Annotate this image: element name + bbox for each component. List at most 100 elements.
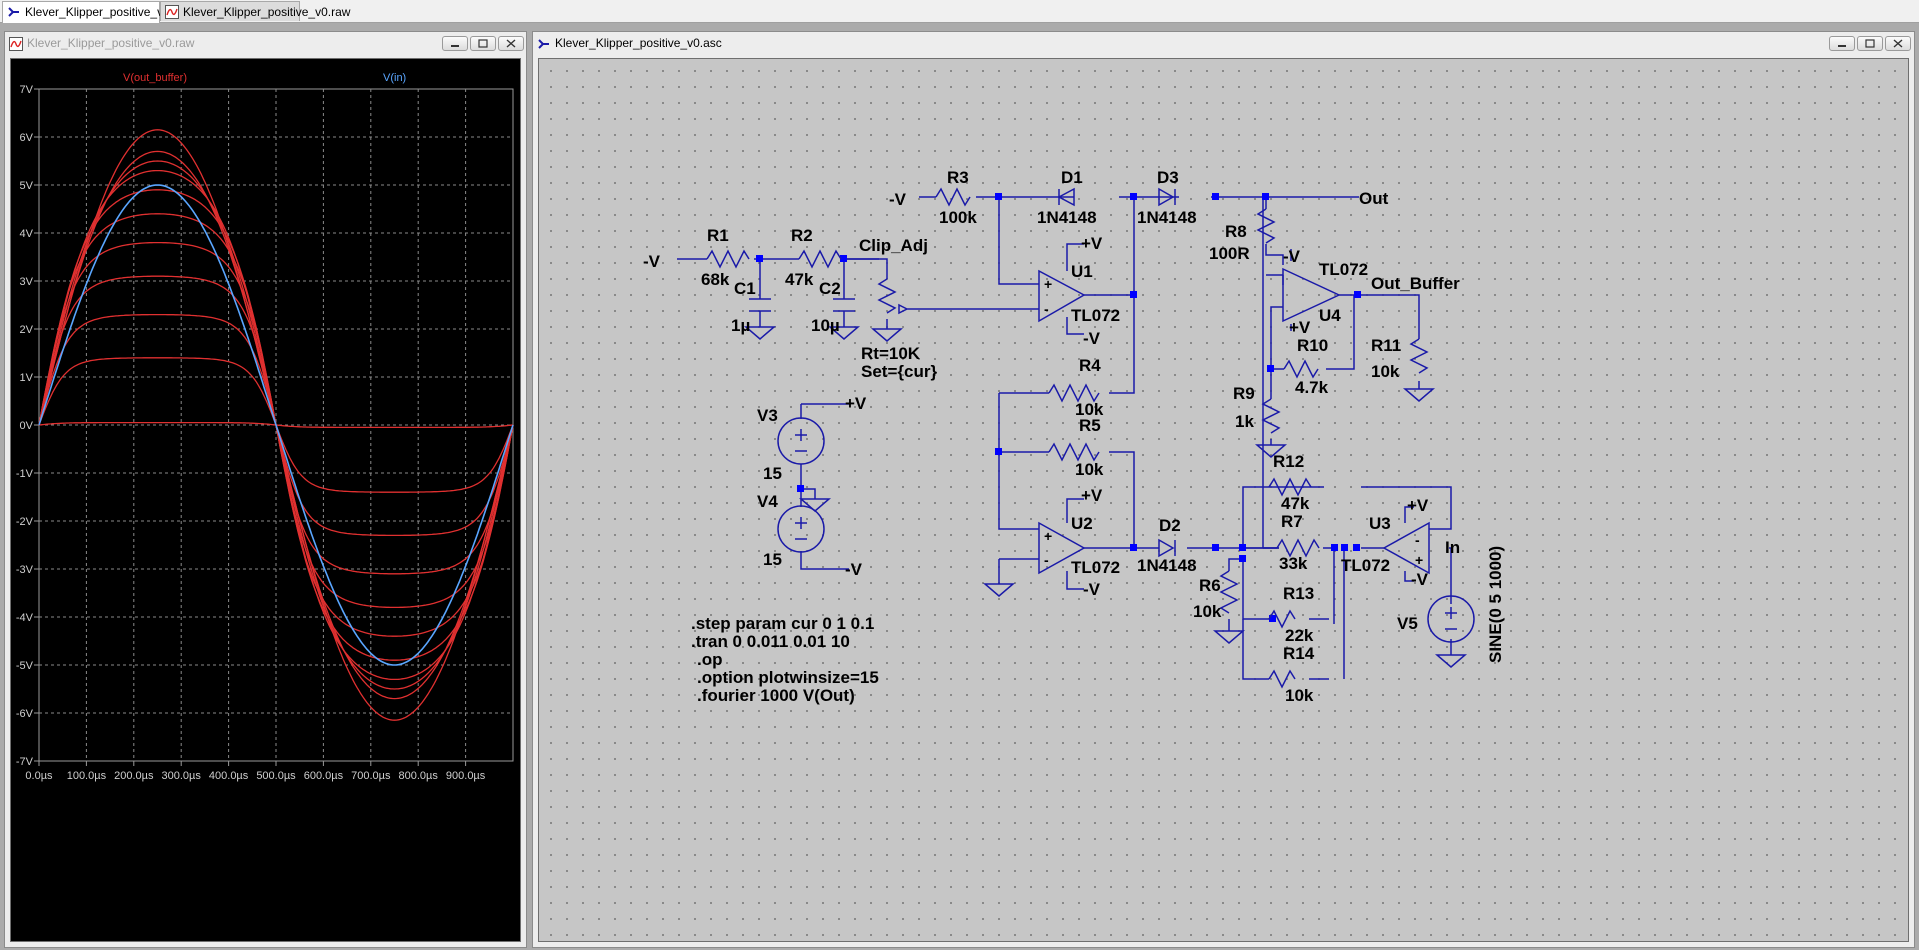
directive-option: .option plotwinsize=15 [697,668,879,687]
label-c2: C2 [819,279,841,298]
waveform-titlebar[interactable]: Klever_Klipper_positive_v0.raw [5,32,526,56]
label-r5: R5 [1079,416,1101,435]
close-button[interactable] [498,36,524,51]
y-tick-label: -1V [16,468,34,480]
minimize-icon [1838,45,1846,47]
waveform-icon [9,37,23,51]
value-r12: 47k [1281,494,1310,513]
net-neg-v: -V [1083,580,1101,599]
value-r6: 10k [1193,602,1222,621]
value-r3: 100k [939,208,977,227]
schematic-icon [538,39,549,49]
minimize-button[interactable] [442,36,468,51]
label-r4: R4 [1079,356,1101,375]
component-labels: -V R1 68k R2 47k C1 1µ C2 10µ Clip_Adj R… [643,168,1505,705]
junction-nodes [756,193,1361,622]
restore-button[interactable] [1857,36,1883,51]
trace-label-in[interactable]: V(in) [383,72,406,84]
diode-d2 [1158,538,1176,558]
resistor-r13 [1268,609,1296,629]
y-tick-label: 6V [20,132,34,144]
restore-button[interactable] [470,36,496,51]
label-r9: R9 [1233,384,1255,403]
resistor-r2 [798,249,842,269]
x-tick-label: 800.0µs [399,770,439,782]
spice-directives[interactable]: .step param cur 0 1 0.1 .tran 0 0.011 0.… [691,614,879,705]
label-r6: R6 [1199,576,1221,595]
value-v3: 15 [763,464,782,483]
label-c1: C1 [734,279,756,298]
value-v4: 15 [763,550,782,569]
document-tab-bar: Klever_Klipper_positive_v0.asc Klever_Kl… [0,0,1919,23]
value-u2: TL072 [1071,558,1120,577]
restore-icon [1865,39,1875,48]
schematic-icon [8,7,19,17]
trace-in [38,184,514,666]
resistor-r1 [706,249,750,269]
trace-label-out-buffer[interactable]: V(out_buffer) [123,72,187,84]
x-tick-label: 900.0µs [446,770,486,782]
diode-d3 [1158,187,1176,207]
x-tick-label: 500.0µs [256,770,296,782]
value-c2: 10µ [811,316,840,335]
y-tick-label: 2V [20,324,34,336]
opamp-u1 [1038,269,1086,323]
x-tick-label: 300.0µs [162,770,202,782]
value-v5: SINE(0 5 1000) [1486,546,1505,663]
label-d1: D1 [1061,168,1083,187]
resistor-r10 [1283,359,1319,379]
label-r3: R3 [947,168,969,187]
value-d3: 1N4148 [1137,208,1197,227]
net-pos-v: +V [1081,234,1103,253]
schematic-title: Klever_Klipper_positive_v0.asc [555,36,722,50]
label-v3: V3 [757,406,778,425]
wires [677,196,1452,680]
diode-d1 [1057,187,1075,207]
waveform-title: Klever_Klipper_positive_v0.raw [27,36,195,50]
net-neg-v: -V [643,252,661,271]
tab-schematic[interactable]: Klever_Klipper_positive_v0.asc [2,1,192,23]
label-r1: R1 [707,226,729,245]
resistor-r3 [935,187,971,207]
resistor-r7 [1276,538,1320,558]
close-icon [1893,39,1903,48]
label-clip-adj: Clip_Adj [859,236,928,255]
opamp-minus: - [1044,301,1049,317]
waveform-plot[interactable]: -7V-6V-5V-4V-3V-2V-1V0V1V2V3V4V5V6V7V0.0… [11,59,521,942]
minimize-button[interactable] [1829,36,1855,51]
close-button[interactable] [1885,36,1911,51]
value-r11: 10k [1371,362,1400,381]
net-out: Out [1359,189,1389,208]
schematic-drawing[interactable]: -V R1 68k R2 47k C1 1µ C2 10µ Clip_Adj R… [539,59,1909,942]
x-tick-label: 700.0µs [351,770,391,782]
x-tick-label: 600.0µs [304,770,344,782]
pot-wiper [898,303,919,315]
schematic-canvas[interactable]: -V R1 68k R2 47k C1 1µ C2 10µ Clip_Adj R… [538,58,1909,942]
label-d2: D2 [1159,516,1181,535]
y-tick-label: -6V [16,708,34,720]
directive-tran: .tran 0 0.011 0.01 10 [691,632,850,651]
tab-label: Klever_Klipper_positive_v0.asc [25,5,192,19]
opamp-plus: + [1044,276,1052,292]
potentiometer [877,278,897,314]
minimize-icon [451,45,459,47]
waveform-window: Klever_Klipper_positive_v0.raw -7V-6V-5V… [4,31,527,948]
resistor-r11 [1409,338,1429,374]
y-tick-label: -3V [16,564,34,576]
net-neg-v: -V [1411,570,1429,589]
label-v4: V4 [757,492,778,511]
voltage-source-v5 [1427,595,1475,643]
opamp-plus: + [1415,552,1423,568]
capacitor-c1 [749,298,771,312]
net-pos-v: +V [1407,496,1429,515]
y-tick-label: 3V [20,276,34,288]
directive-fourier: .fourier 1000 V(Out) [697,686,855,705]
value-r9: 1k [1235,412,1254,431]
tab-waveform[interactable]: Klever_Klipper_positive_v0.raw [160,1,350,21]
opamp-u3 [1382,521,1430,575]
opamp-u2 [1038,521,1086,575]
resistor-r12 [1268,477,1312,497]
value-r2: 47k [785,270,814,289]
schematic-titlebar[interactable]: Klever_Klipper_positive_v0.asc [533,32,1914,56]
